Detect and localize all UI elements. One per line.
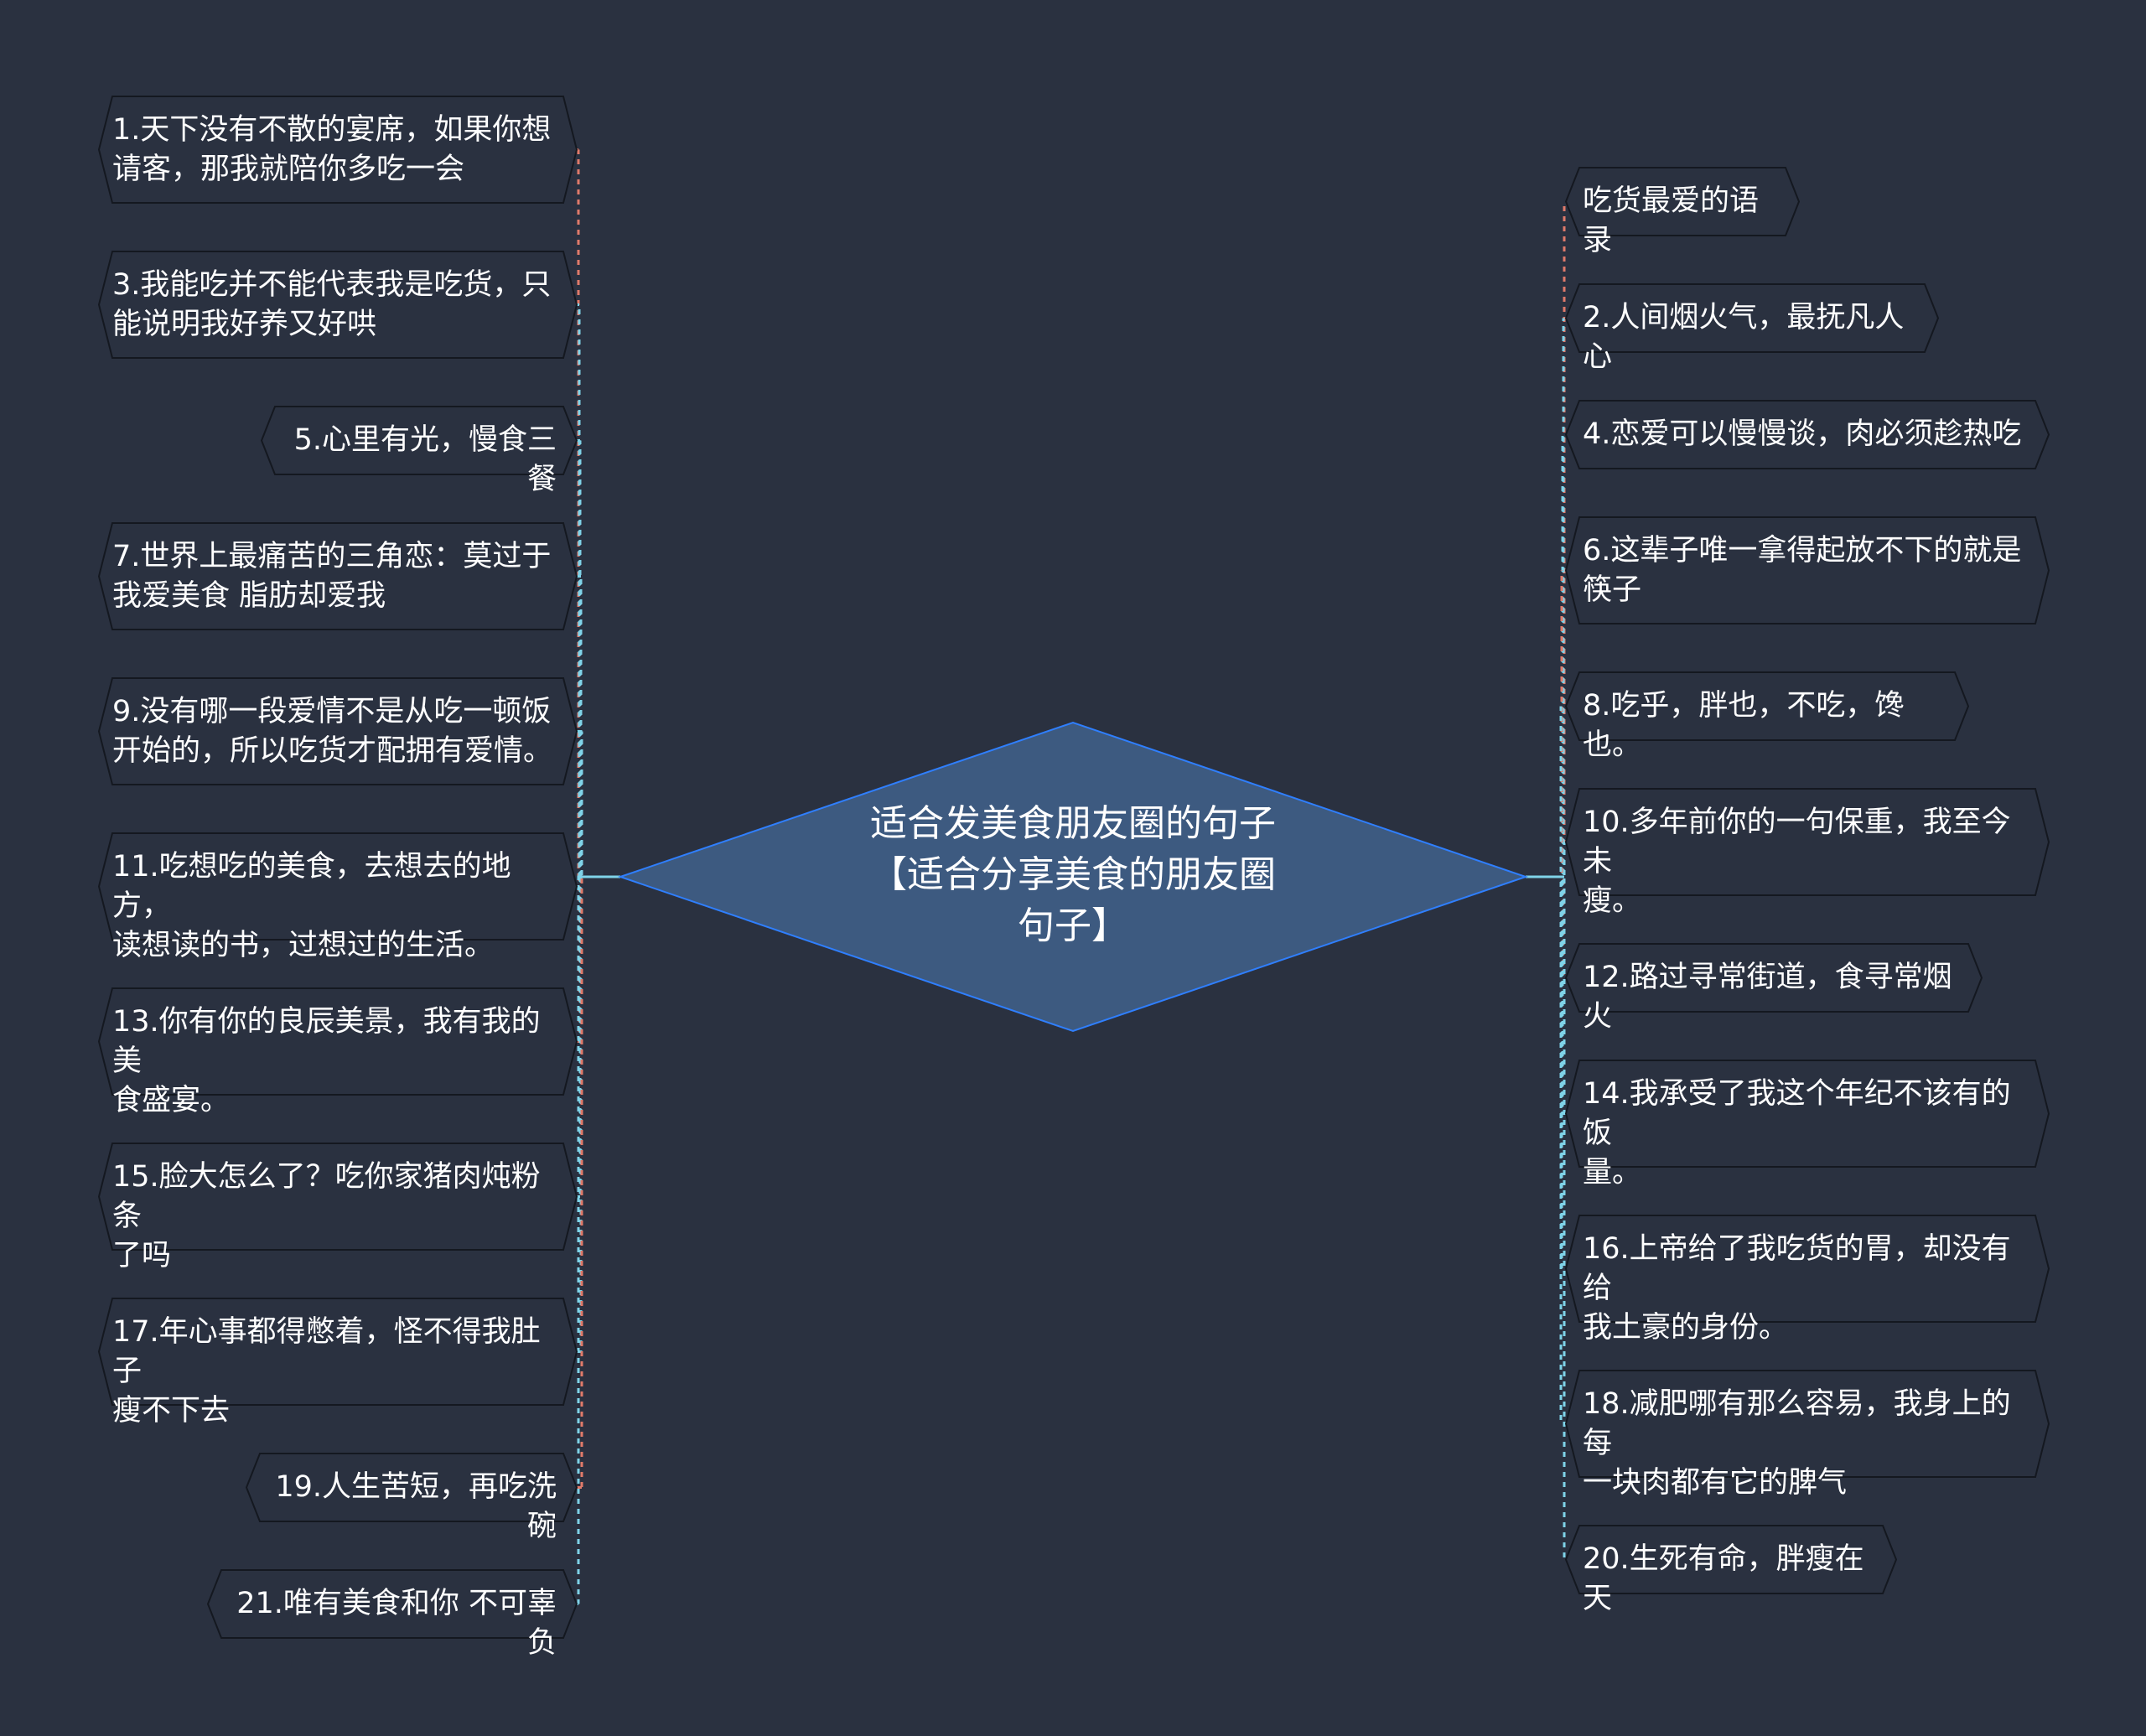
left-branch-node[interactable] xyxy=(97,1143,578,1251)
right-branch-node[interactable] xyxy=(1564,1370,2050,1478)
left-branch-node[interactable] xyxy=(260,406,578,475)
center-node-shape[interactable] xyxy=(617,721,1529,1033)
right-branch-node[interactable] xyxy=(1564,1215,2050,1323)
center-topic-title: 适合发美食朋友圈的句子 【适合分享美食的朋友圈 句子】 xyxy=(870,802,1276,947)
left-branch-node[interactable] xyxy=(206,1569,578,1639)
left-branch-node[interactable] xyxy=(97,96,578,204)
right-branch-node[interactable] xyxy=(1564,1060,2050,1168)
left-branch-node[interactable] xyxy=(97,832,578,941)
right-branch-node[interactable] xyxy=(1564,1525,1898,1594)
left-branch-node[interactable] xyxy=(245,1453,578,1522)
left-branch-node[interactable] xyxy=(97,677,578,785)
right-branch-node[interactable] xyxy=(1564,671,1970,741)
right-branch-node[interactable] xyxy=(1564,400,2050,469)
left-branch-node[interactable] xyxy=(97,987,578,1096)
left-branch-node[interactable] xyxy=(97,1298,578,1406)
left-branch-node[interactable] xyxy=(97,522,578,630)
right-branch-node[interactable] xyxy=(1564,516,2050,624)
right-branch-node[interactable] xyxy=(1564,788,2050,896)
left-branch-node[interactable] xyxy=(97,251,578,359)
right-branch-node[interactable] xyxy=(1564,943,1983,1013)
right-branch-node[interactable] xyxy=(1564,283,1940,353)
right-branch-node[interactable] xyxy=(1564,167,1801,236)
